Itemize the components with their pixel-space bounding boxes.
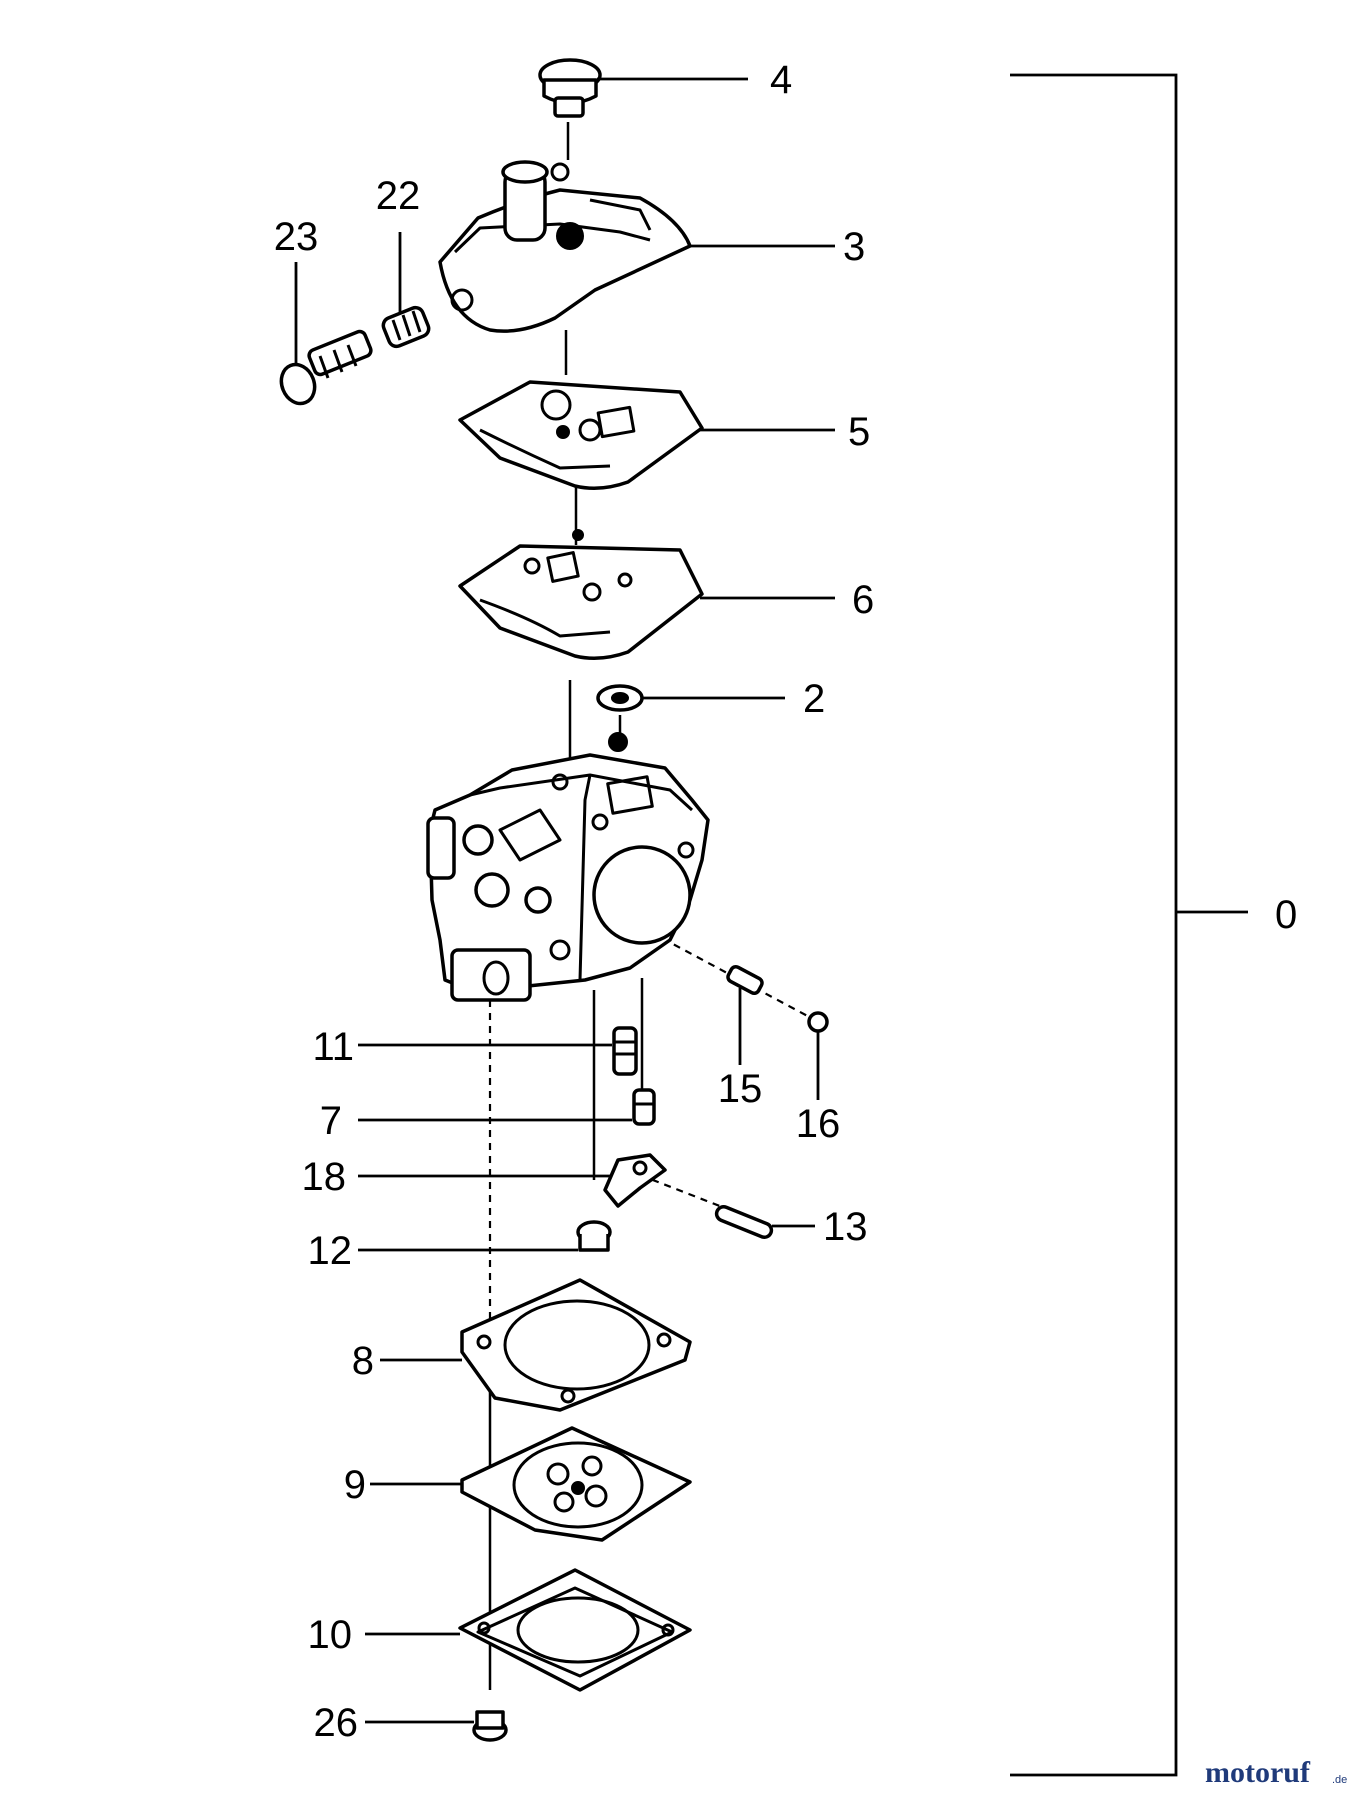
leader-lines: [294, 77, 835, 1724]
assembly-bracket: [1010, 73, 1248, 1777]
part-23-screw: [279, 329, 373, 406]
part-13-pin: [714, 1205, 774, 1239]
part-2-washer: [596, 684, 644, 712]
watermark-tld: .de: [1332, 1774, 1347, 1786]
callout-22: 22: [376, 174, 421, 218]
callout-12: 12: [308, 1229, 353, 1273]
watermark: motoruf .de: [1205, 1756, 1347, 1789]
callout-18: 18: [302, 1155, 347, 1199]
part-10-cover: [458, 1568, 692, 1692]
part-7-jet: [632, 1088, 656, 1126]
callout-7: 7: [320, 1099, 342, 1143]
callout-3: 3: [843, 225, 865, 269]
part-5-diaphragm: [458, 380, 704, 490]
part-3-pump-cover: [438, 160, 692, 333]
callout-16: 16: [796, 1102, 841, 1146]
callout-4: 4: [770, 58, 792, 102]
callout-23: 23: [274, 215, 319, 259]
part-12-screw: [576, 1220, 612, 1252]
callout-2: 2: [803, 677, 825, 721]
part-26-screw: [472, 1710, 508, 1742]
callout-labels: 0 2 3 4 5 6 7 8 9 10 11 12 13 15 16 18 2…: [274, 58, 1298, 1745]
part-15-needle: [726, 964, 764, 996]
callout-9: 9: [344, 1463, 366, 1507]
watermark-name: motoruf: [1205, 1756, 1311, 1789]
part-9-diaphragm: [460, 1426, 692, 1542]
callout-6: 6: [852, 578, 874, 622]
part-22-spring: [381, 305, 431, 349]
carburetor-body: [426, 732, 710, 1002]
part-16-ball: [807, 1011, 829, 1033]
callout-8: 8: [352, 1339, 374, 1383]
callout-13: 13: [823, 1205, 868, 1249]
callout-5: 5: [848, 410, 870, 454]
part-6-gasket: [458, 529, 704, 660]
part-18-lever: [603, 1153, 667, 1208]
callout-15: 15: [718, 1067, 763, 1111]
callout-0: 0: [1275, 893, 1297, 937]
part-11-jet: [612, 1026, 638, 1076]
part-4-cap: [538, 58, 602, 118]
callout-11: 11: [312, 1025, 354, 1069]
part-8-gasket: [460, 1278, 692, 1412]
callout-10: 10: [308, 1613, 353, 1657]
callout-26: 26: [314, 1701, 359, 1745]
